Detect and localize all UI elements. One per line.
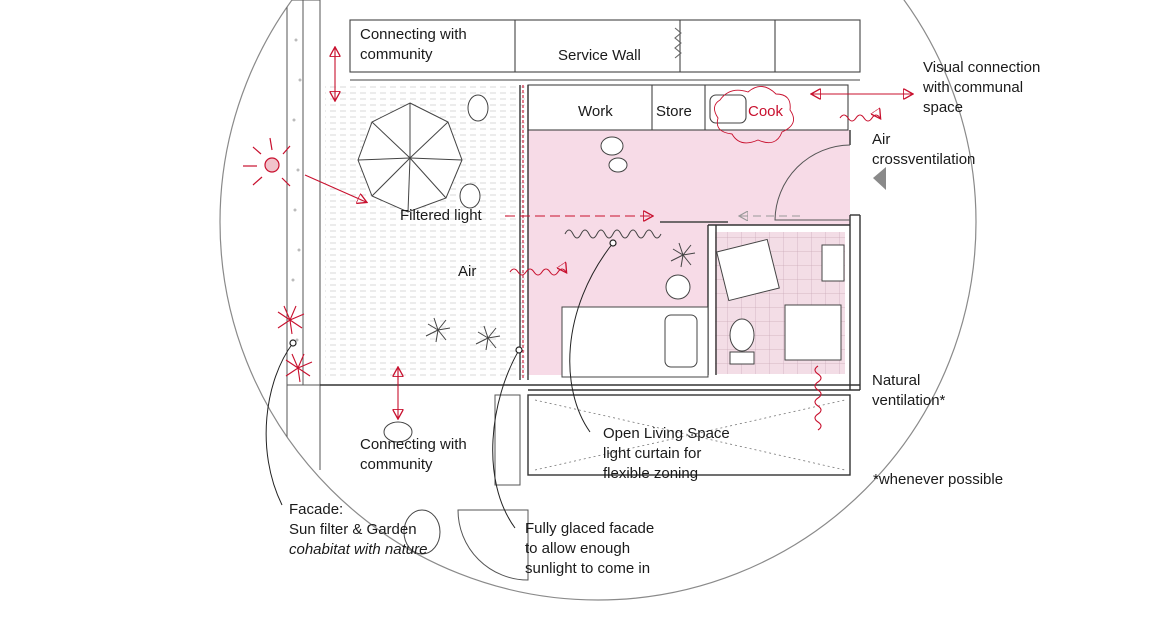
- leader-lines: [265, 242, 614, 529]
- label-service-wall: Service Wall: [558, 47, 641, 64]
- label-connecting-top-1: Connecting with: [360, 26, 467, 43]
- label-facade-1: Facade:: [289, 501, 344, 518]
- label-natural-ventilation-2: ventilation*: [872, 392, 946, 409]
- label-connecting-bottom-2: community: [360, 456, 433, 473]
- label-fully-glazed: Fully glaced facade to allow enough sunl…: [525, 519, 654, 579]
- label-store: Store: [656, 103, 692, 120]
- label-air-cross: Air crossventilation: [872, 130, 975, 170]
- facade-red-plants: [277, 305, 313, 383]
- label-open-living-1: Open Living Space: [603, 425, 730, 442]
- terrace-chairs: [459, 94, 489, 209]
- label-natural-ventilation-1: Natural: [872, 372, 921, 389]
- plan-boundary-circle: [219, 0, 977, 601]
- bed: [561, 306, 709, 378]
- label-open-living: Open Living Space light curtain for flex…: [603, 424, 730, 484]
- label-facade-italic: cohabitat with nature: [289, 541, 428, 558]
- label-natural-ventilation: Natural ventilation*: [872, 371, 945, 411]
- label-air-cross-2: crossventilation: [872, 151, 976, 168]
- label-facade-2: Sun filter & Garden: [289, 521, 417, 538]
- label-open-living-3: flexible zoning: [603, 465, 699, 482]
- label-visual-connection-1: Visual connection: [923, 59, 1041, 76]
- label-fully-glazed-2: to allow enough: [525, 540, 631, 557]
- sun-icon: [243, 137, 291, 187]
- label-connecting-bottom: Connecting with community: [360, 435, 467, 475]
- entry-door-swing: [774, 144, 851, 221]
- community-chair: [383, 421, 413, 443]
- label-cook: Cook: [748, 103, 784, 120]
- label-filtered-light: Filtered light: [400, 207, 482, 224]
- work-stool: [600, 136, 691, 300]
- facade-garden-strip: [286, 0, 321, 470]
- label-fully-glazed-3: sunlight to come in: [525, 560, 651, 577]
- label-fully-glazed-1: Fully glaced facade: [525, 520, 655, 537]
- label-work: Work: [578, 103, 613, 120]
- annotation-arrows: [304, 48, 912, 431]
- bottom-chair: [403, 509, 441, 555]
- label-open-living-2: light curtain for: [603, 445, 702, 462]
- interior-walls: [320, 85, 861, 476]
- label-facade: Facade: Sun filter & Garden cohabitat wi…: [289, 500, 427, 560]
- living-area: [528, 130, 850, 225]
- label-whenever: *whenever possible: [873, 471, 1004, 488]
- bottom-door: [457, 509, 529, 581]
- label-connecting-top-2: community: [360, 46, 433, 63]
- facade-planting: [291, 38, 302, 342]
- bathroom-fixtures: [716, 238, 845, 365]
- stair: [494, 394, 521, 486]
- label-visual-connection: Visual connection with communal space: [923, 58, 1040, 118]
- label-visual-connection-2: with communal: [923, 79, 1024, 96]
- label-connecting-top: Connecting with community: [360, 25, 467, 65]
- label-visual-connection-3: space: [923, 99, 964, 116]
- service-wall-block: [349, 19, 861, 81]
- light-curtain: [564, 229, 662, 239]
- label-air: Air: [458, 263, 477, 280]
- potted-plants: [425, 242, 696, 351]
- air-inlet-triangle-icon: [873, 167, 886, 190]
- parasol: [357, 102, 463, 213]
- label-air-cross-1: Air: [872, 131, 891, 148]
- leader-dots: [289, 239, 617, 354]
- label-connecting-bottom-1: Connecting with: [360, 436, 467, 453]
